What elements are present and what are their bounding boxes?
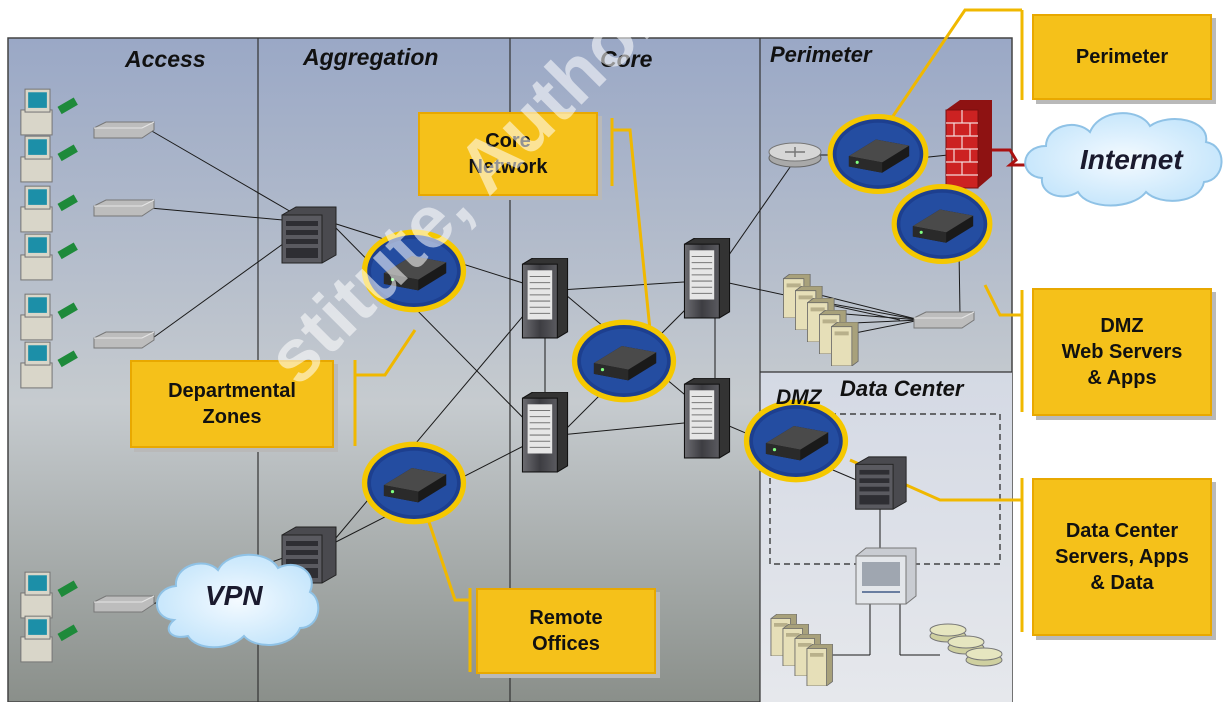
- zone-title-data-center: Data Center: [840, 376, 964, 401]
- server-tower-icon: [683, 378, 731, 459]
- hub-icon: [913, 311, 975, 329]
- zone-title-core: Core: [600, 46, 653, 72]
- server-icon: [806, 644, 833, 686]
- internet-link: [992, 148, 1040, 167]
- switch-chassis-icon: [281, 206, 337, 264]
- callout-dmz: DMZ Web Servers & Apps: [1032, 288, 1212, 416]
- router-icon: [768, 142, 822, 168]
- callout-perimeter: Perimeter: [1032, 14, 1212, 100]
- zone-title-aggregation: Aggregation: [303, 44, 439, 70]
- callout-departmental-zones: Departmental Zones: [130, 360, 334, 448]
- ids-sensor-icon: [894, 187, 990, 262]
- server-tower-icon: [683, 238, 731, 319]
- cloud-icon: [156, 553, 320, 649]
- zone-title-perimeter: Perimeter: [770, 42, 872, 67]
- cloud-icon: [1024, 112, 1223, 207]
- hub-icon: [93, 331, 155, 349]
- firewall-icon: [945, 100, 992, 189]
- server-tower-icon: [521, 258, 569, 339]
- cloud-label-internet: Internet: [1080, 144, 1183, 175]
- zone-title-dmz: DMZ: [776, 386, 822, 409]
- ids-sensor-icon: [365, 444, 464, 521]
- database-icon: [929, 623, 1003, 667]
- callout-remote-offices: Remote Offices: [476, 588, 656, 674]
- server-icon: [831, 322, 859, 366]
- cloud-label-vpn: VPN: [205, 580, 263, 611]
- hub-icon: [93, 595, 155, 613]
- storage-array-icon: [855, 547, 917, 605]
- ids-sensor-icon: [747, 402, 846, 479]
- switch-chassis-icon: [855, 456, 907, 510]
- ids-sensor-icon: [830, 117, 926, 192]
- ids-sensor-icon: [365, 232, 464, 309]
- ids-sensor-icon: [575, 322, 674, 399]
- hub-icon: [93, 199, 155, 217]
- hub-icon: [93, 121, 155, 139]
- callout-core-network: Core Network: [418, 112, 598, 196]
- zone-title-access: Access: [125, 46, 206, 72]
- callout-data-center: Data Center Servers, Apps & Data: [1032, 478, 1212, 636]
- server-tower-icon: [521, 392, 569, 473]
